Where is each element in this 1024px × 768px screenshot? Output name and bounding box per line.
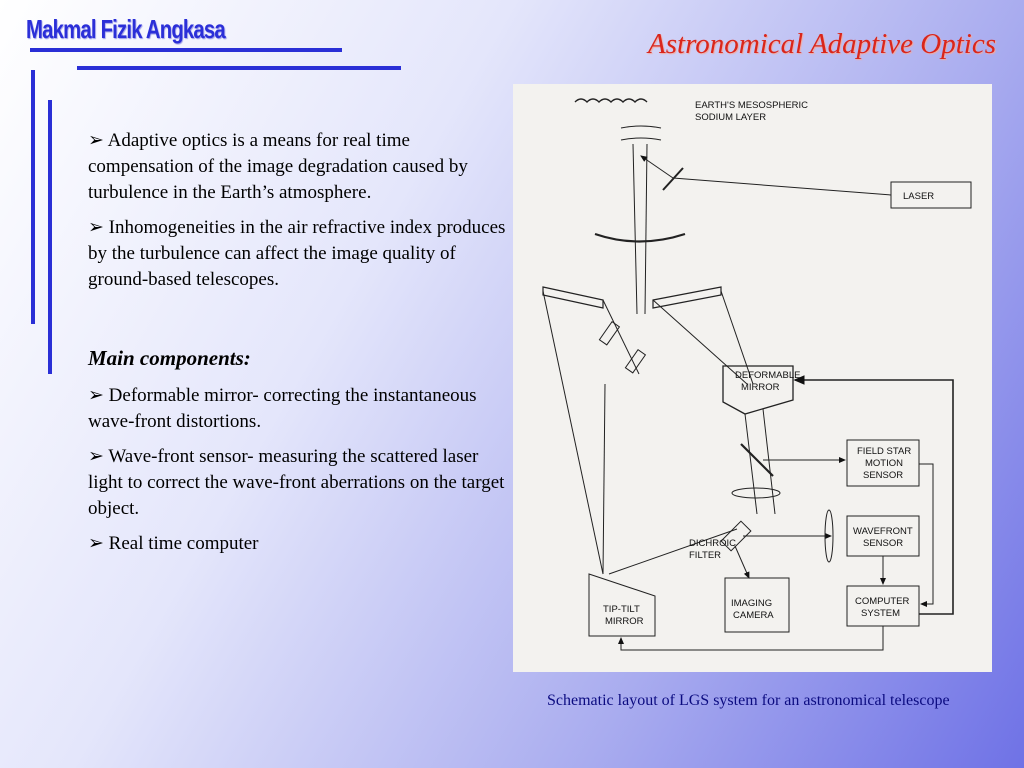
- label-dichroic-filter: FILTER: [689, 550, 721, 561]
- lgs-schematic-figure: EARTH'S MESOSPHERIC SODIUM LAYER LASER D…: [513, 84, 992, 672]
- tip-tilt-mirror-box: [588, 573, 656, 637]
- primary-mirror-right: [652, 286, 722, 309]
- body-text: ➢ Adaptive optics is a means for real ti…: [88, 128, 508, 566]
- wavefront-lens: [824, 509, 834, 563]
- decor-rule-top-1: [30, 48, 342, 52]
- label-sodium-layer: SODIUM LAYER: [695, 112, 766, 123]
- label-dichroic-filter: DICHROIC: [689, 538, 736, 549]
- fold-mirror: [662, 167, 684, 191]
- bullet-arrow-icon: ➢: [88, 385, 104, 406]
- sodium-layer-cloud: [574, 98, 648, 103]
- components-heading: Main components:: [88, 346, 251, 370]
- deformable-mirror-box: [722, 365, 794, 415]
- label-laser: LASER: [903, 191, 934, 202]
- intro-bullet: ➢ Inhomogeneities in the air refractive …: [88, 217, 506, 290]
- label-imaging-camera: IMAGING: [731, 598, 772, 609]
- component-bullet: ➢ Deformable mirror- correcting the inst…: [88, 385, 477, 432]
- bullet-arrow-icon: ➢: [88, 130, 104, 151]
- imaging-camera-box: [724, 577, 790, 633]
- label-tip-tilt-mirror: TIP-TILT: [603, 604, 640, 615]
- atmosphere-arc: [620, 137, 662, 141]
- label-wavefront-sensor: WAVEFRONT: [853, 526, 913, 537]
- lgs-schematic-diagram: EARTH'S MESOSPHERIC SODIUM LAYER LASER D…: [542, 98, 972, 651]
- component-bullet: ➢ Real time computer: [88, 533, 259, 554]
- label-imaging-camera: CAMERA: [733, 610, 774, 621]
- label-field-star-sensor: FIELD STAR: [857, 446, 911, 457]
- label-field-star-sensor: MOTION: [865, 458, 903, 469]
- laser-box: [890, 181, 972, 209]
- secondary-mirror: [594, 232, 686, 243]
- label-computer-system: SYSTEM: [861, 608, 900, 619]
- bullet-arrow-icon: ➢: [88, 446, 104, 467]
- camera-lens: [731, 487, 781, 499]
- decor-rule-side-1: [31, 70, 35, 324]
- brand-logo-text: Makmal Fizik Angkasa: [26, 14, 226, 44]
- label-deformable-mirror: DEFORMABLE: [735, 370, 800, 381]
- bullet-arrow-icon: ➢: [88, 533, 104, 554]
- bullet-arrow-icon: ➢: [88, 217, 104, 238]
- slide-title: Astronomical Adaptive Optics: [648, 28, 996, 60]
- label-sodium-layer: EARTH'S MESOSPHERIC: [695, 100, 808, 111]
- label-tip-tilt-mirror: MIRROR: [605, 616, 644, 627]
- relay-mirror: [624, 348, 647, 374]
- label-deformable-mirror: MIRROR: [741, 382, 780, 393]
- field-star-sensor-box: [846, 439, 920, 487]
- component-bullet: ➢ Wave-front sensor- measuring the scatt…: [88, 446, 505, 519]
- beam-splitter: [740, 443, 774, 477]
- decor-rule-top-2: [77, 66, 401, 70]
- label-field-star-sensor: SENSOR: [863, 470, 903, 481]
- intro-bullet: ➢ Adaptive optics is a means for real ti…: [88, 130, 468, 203]
- label-computer-system: COMPUTER: [855, 596, 910, 607]
- figure-caption: Schematic layout of LGS system for an as…: [547, 692, 950, 709]
- primary-mirror-left: [542, 286, 604, 309]
- atmosphere-arc: [620, 125, 662, 129]
- label-wavefront-sensor: SENSOR: [863, 538, 903, 549]
- decor-rule-side-2: [48, 100, 52, 374]
- relay-mirror: [598, 320, 621, 346]
